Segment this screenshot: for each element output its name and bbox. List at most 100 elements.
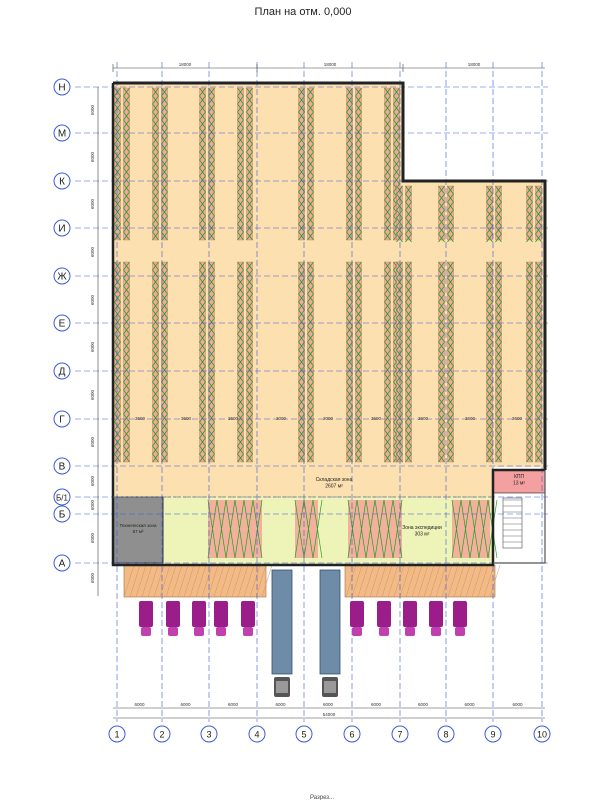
- column-axis-bubble: [343, 725, 361, 743]
- expedition-rack-bay: [383, 499, 394, 559]
- rack-bay: [208, 309, 215, 319]
- rack-bay: [447, 309, 454, 319]
- rack-bay: [405, 317, 412, 327]
- rack-bay: [307, 293, 314, 303]
- dock-hatch: [129, 564, 141, 598]
- rack-bay: [114, 215, 121, 225]
- rack-bay: [526, 317, 533, 327]
- rack-bay: [307, 445, 314, 455]
- rack-bay: [486, 193, 493, 203]
- rack-bay: [208, 405, 215, 415]
- rack-bay: [355, 317, 362, 327]
- rack-bay: [123, 421, 130, 431]
- rack-bay: [208, 261, 215, 271]
- kpp-label-line: 13 м²: [513, 481, 525, 487]
- rack-bay: [535, 437, 542, 447]
- rack-bay: [237, 389, 244, 399]
- rack-bay: [447, 349, 454, 359]
- rack-bay: [405, 341, 412, 351]
- rack-bay: [535, 285, 542, 295]
- rack-bay: [199, 111, 206, 121]
- rack-bay: [384, 405, 391, 415]
- rack-bay: [237, 309, 244, 319]
- rack-bay: [114, 445, 121, 455]
- rack-bay: [123, 381, 130, 391]
- rack-bay: [123, 191, 130, 201]
- rack-bay: [208, 215, 215, 225]
- rack-bay: [237, 167, 244, 177]
- rack-bay: [346, 261, 353, 271]
- expedition-zone-label-line: 303 м²: [415, 532, 430, 538]
- rack-bay: [438, 333, 445, 343]
- expedition-racks: [348, 500, 402, 558]
- rack-bay: [486, 445, 493, 455]
- rack-bay: [396, 405, 403, 415]
- truck-cab: [405, 627, 415, 636]
- rack-bay: [535, 209, 542, 219]
- rack-bay: [346, 87, 353, 97]
- rack-bay: [298, 183, 305, 193]
- row-axis-bubble: [53, 554, 71, 572]
- rack-bay: [114, 151, 121, 161]
- bottom-dim-value: 6000: [512, 702, 523, 707]
- rack-bay: [199, 277, 206, 287]
- rack-bay: [355, 293, 362, 303]
- rack-bay: [123, 167, 130, 177]
- top-dim-value: 18000: [179, 62, 192, 67]
- rack-bay: [114, 405, 121, 415]
- rack-bay: [123, 301, 130, 311]
- dock-hatch: [429, 564, 441, 598]
- rack-bay: [438, 413, 445, 423]
- dock-hatch: [165, 564, 177, 598]
- rack-bay: [307, 421, 314, 431]
- rack-bay: [346, 429, 353, 439]
- rack-bay: [237, 413, 244, 423]
- rack-bay: [208, 135, 215, 145]
- rack-bay: [161, 309, 168, 319]
- rack-bay: [447, 269, 454, 279]
- rack-bay: [298, 365, 305, 375]
- rack-bay: [114, 167, 121, 177]
- rack-bay: [114, 357, 121, 367]
- rack-bay: [495, 365, 502, 375]
- rack-bay: [486, 405, 493, 415]
- rack-bay: [161, 341, 168, 351]
- expedition-rack-bay: [303, 499, 314, 559]
- rack-bay: [396, 293, 403, 303]
- rack-bay: [237, 231, 244, 241]
- rack-bay: [246, 453, 253, 463]
- rack-row: [447, 185, 454, 241]
- rack-bay: [208, 143, 215, 153]
- rack-bay: [526, 429, 533, 439]
- rack-bay: [237, 333, 244, 343]
- rack-bay: [152, 421, 159, 431]
- rack-bay: [246, 405, 253, 415]
- rack-bay: [123, 373, 130, 383]
- rack-bay: [298, 175, 305, 185]
- rack-bay: [298, 151, 305, 161]
- dock-hatch: [441, 564, 453, 598]
- expedition-rack-bay: [294, 499, 305, 559]
- left-dim-value: 6000: [90, 389, 95, 400]
- row-axis-bubble: [53, 505, 71, 523]
- rack-bay: [355, 207, 362, 217]
- rack-bay: [396, 373, 403, 383]
- rack-bay: [438, 453, 445, 463]
- rack-bay: [114, 111, 121, 121]
- rack-bay: [486, 209, 493, 219]
- rack-bay: [199, 215, 206, 225]
- rack-bay: [486, 277, 493, 287]
- left-dim-value: 6000: [90, 104, 95, 115]
- rack-bay: [208, 373, 215, 383]
- rack-bay: [237, 135, 244, 145]
- rack-bay: [405, 201, 412, 211]
- rack-bay: [307, 373, 314, 383]
- rack-bay: [384, 261, 391, 271]
- rack-bay: [438, 389, 445, 399]
- column-axis-bubble: [153, 725, 171, 743]
- row-axis-bubble: [53, 78, 71, 96]
- rack-bay: [396, 445, 403, 455]
- rack-bay: [237, 269, 244, 279]
